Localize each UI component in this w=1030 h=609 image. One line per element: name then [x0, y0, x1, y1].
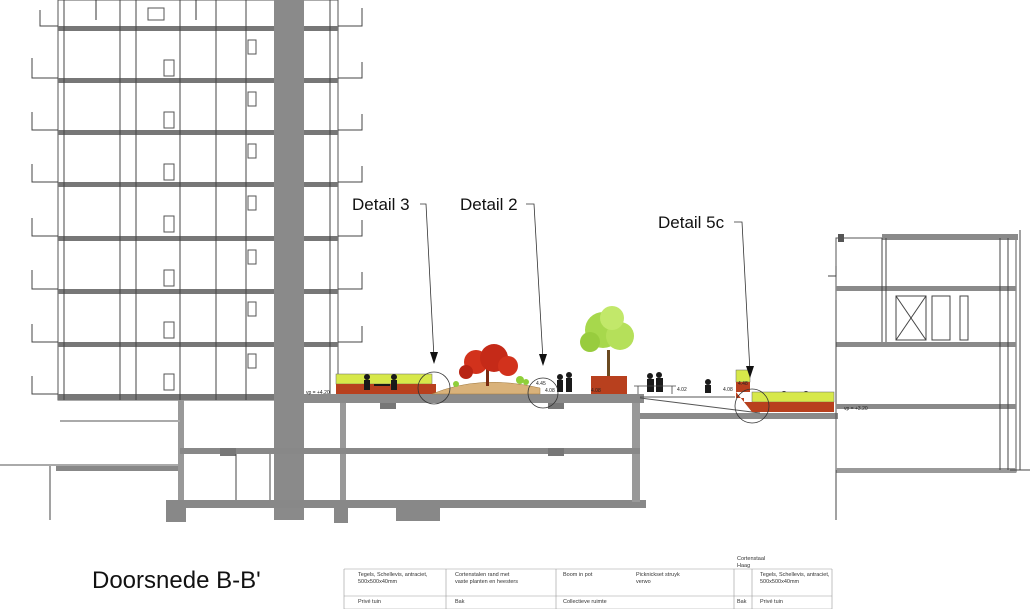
level-4-45: 4.45 [536, 381, 546, 387]
tower-walls [63, 0, 331, 400]
tower-floor-slabs [58, 26, 338, 400]
drawing-title: Doorsnede B-B' [92, 567, 261, 594]
green-tree-pot [580, 306, 634, 394]
level-4-48: 4.48 [738, 381, 748, 387]
legend-col1-top: Tegels, Schellevis, antraciet, 500x500x4… [358, 572, 428, 585]
callout-detail-3: Detail 3 [352, 195, 410, 214]
legend-col3-bottom: Collectieve ruimte [563, 599, 607, 605]
tower-core [274, 0, 304, 520]
legend-col2-bottom: Bak [455, 599, 465, 605]
basement-structure [0, 398, 646, 523]
legend-col1-bottom: Privé tuin [358, 599, 381, 605]
callout-leaders [420, 203, 751, 373]
detail-circles [417, 371, 770, 424]
planter-right [735, 369, 835, 412]
shrubs [453, 376, 529, 387]
tower-building [31, 0, 363, 401]
legend-col5-header: Cortenstaal Haag [737, 556, 766, 569]
callout-arrows [430, 352, 754, 378]
legend-col6-bottom: Privé tuin [760, 599, 783, 605]
tower-balconies-left [31, 10, 58, 395]
callout-detail-5c: Detail 5c [658, 213, 725, 232]
roof-deck [304, 394, 838, 419]
level-4-08-b: 4.08 [591, 388, 601, 394]
garden-mound [431, 382, 541, 395]
level-4-08-a: 4.08 [545, 388, 555, 394]
legend-col3-top: Boom in pot [563, 572, 593, 578]
picnic-table [634, 385, 676, 394]
level-vp-right: vp = +3.20 [844, 406, 868, 412]
legend-col2-top: Cortenstalen rand met vaste planten en h… [455, 572, 518, 585]
legend-col6-top: Tegels, Schellevis, antraciet, 500x500x4… [760, 572, 830, 585]
level-4-02: 4.02 [677, 387, 687, 393]
tower-doors [163, 39, 257, 391]
level-vp-left: vp = +4.20 [306, 390, 330, 396]
tower-balconies-right [338, 8, 363, 343]
callout-detail-2: Detail 2 [460, 195, 518, 214]
legend-col5-bottom: Bak [737, 599, 747, 605]
low-building [828, 230, 1030, 520]
level-4-08-c: 4.08 [723, 387, 733, 393]
red-tree [459, 344, 518, 386]
legend-col4-top: Picknickset struyk verwo [636, 572, 680, 585]
legend-table-lines [343, 568, 833, 609]
